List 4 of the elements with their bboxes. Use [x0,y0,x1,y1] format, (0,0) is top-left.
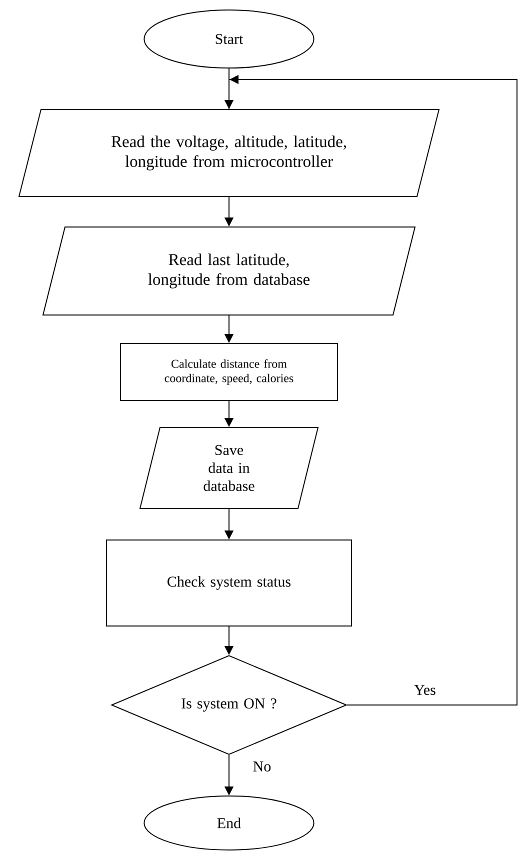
edge-label: Yes [413,684,437,696]
process-box: Check system status [106,540,352,626]
edge-label: No [252,760,272,772]
process-box: Calculate distance from coordinate, speed, calories [120,343,338,401]
